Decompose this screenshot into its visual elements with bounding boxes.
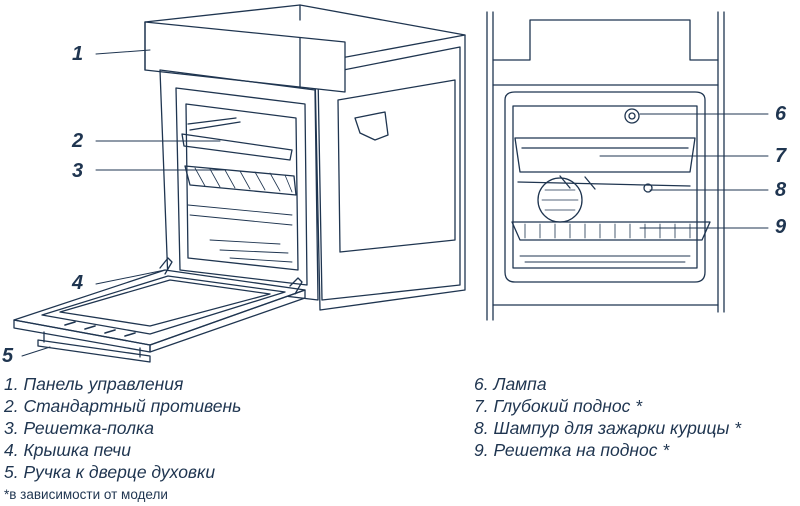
rotisserie-skewer <box>517 175 691 193</box>
deep-tray <box>514 137 696 173</box>
callout-2: 2 <box>72 130 84 152</box>
oven-diagram <box>13 4 769 363</box>
oven-door <box>13 257 306 353</box>
standard-tray <box>181 117 293 161</box>
model-footnote: *в зависимости от модели <box>4 487 168 502</box>
legend-left: 1. Панель управления 2. Стандартный прот… <box>4 373 241 483</box>
legend-item-deep-tray: 7. Глубокий поднос * <box>474 396 643 416</box>
leader-lines <box>21 49 769 357</box>
tray-rack <box>511 221 711 241</box>
lamp <box>624 108 640 124</box>
callout-9: 9 <box>775 216 787 238</box>
legend-item-wire-rack: 3. Решетка-полка <box>4 418 154 438</box>
oven-right <box>486 11 725 321</box>
legend-item-control-panel: 1. Панель управления <box>4 374 184 394</box>
callout-7: 7 <box>775 145 787 167</box>
legend-item-rotisserie-skewer: 8. Шампур для зажарки курицы * <box>474 418 742 438</box>
legend-item-door-handle: 5. Ручка к дверце духовки <box>4 462 216 482</box>
callout-5: 5 <box>2 345 14 367</box>
legend-item-lamp: 6. Лампа <box>474 374 547 394</box>
legend-item-oven-cover: 4. Крышка печи <box>4 440 131 460</box>
callout-6: 6 <box>775 103 787 125</box>
oven-left <box>13 4 466 363</box>
door-handle <box>37 331 151 363</box>
callout-4: 4 <box>72 272 84 294</box>
legend-item-tray-rack: 9. Решетка на поднос * <box>474 440 670 460</box>
callout-3: 3 <box>72 160 84 182</box>
callout-8: 8 <box>775 179 787 201</box>
callout-1: 1 <box>72 43 84 65</box>
wire-rack <box>184 165 297 226</box>
legend-item-standard-tray: 2. Стандартный противень <box>4 396 242 416</box>
legend-right: 6. Лампа 7. Глубокий поднос * 8. Шампур … <box>474 373 741 461</box>
